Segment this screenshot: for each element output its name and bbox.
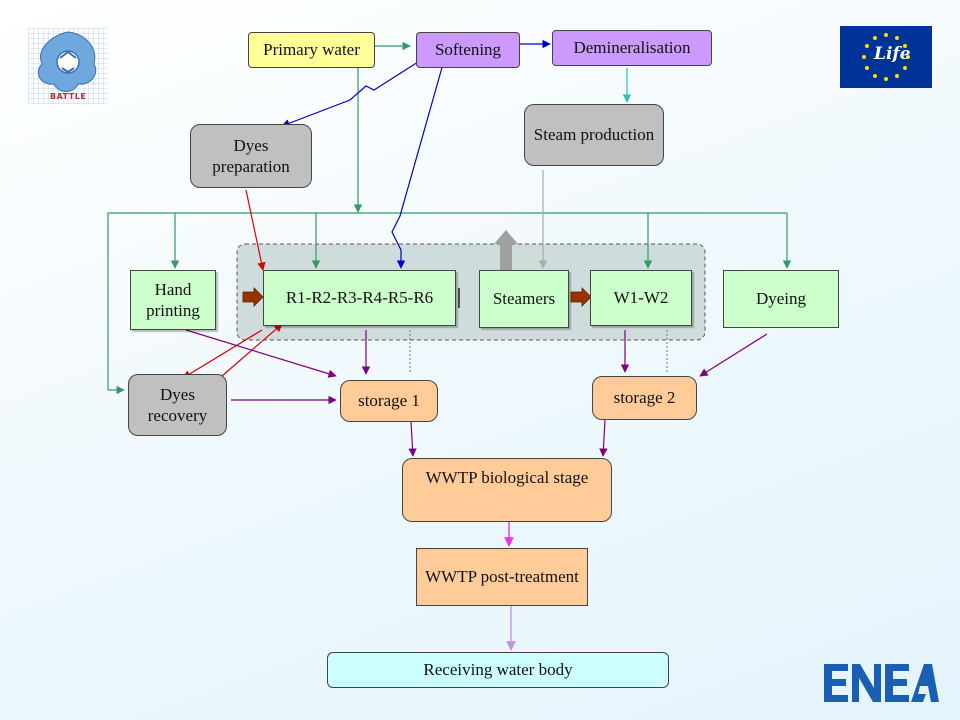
demineralisation-node: Demineralisation (552, 30, 712, 66)
eu-life-logo: Life (840, 26, 932, 88)
wwtp-biological-node: WWTP biological stage (402, 458, 612, 522)
wwtp-post-treatment-node: WWTP post-treatment (416, 548, 588, 606)
eu-life-text: Life (874, 44, 911, 64)
primary-water-node: Primary water (248, 32, 375, 68)
dyes-preparation-node: Dyes preparation (190, 124, 312, 188)
steam-production-node: Steam production (524, 104, 664, 166)
exhaust-arrow (494, 230, 518, 270)
battle-logo-text: BATTLE (50, 92, 87, 101)
hand-printing-node: Hand printing (130, 270, 216, 330)
eu-stars-icon (862, 33, 910, 81)
softening-node: Softening (416, 32, 520, 68)
receiving-water-body-node: Receiving water body (327, 652, 669, 688)
blue-flows (281, 39, 551, 269)
dyes-recovery-node: Dyes recovery (128, 374, 227, 436)
battle-logo: BATTLE (28, 28, 108, 104)
enea-logo (822, 660, 940, 706)
green-flows (107, 41, 792, 395)
purple-flows (185, 329, 768, 457)
storage-2-node: storage 2 (592, 376, 697, 420)
steamers-node: Steamers (479, 270, 569, 328)
process-arrows (242, 287, 592, 307)
storage-1-node: storage 1 (340, 380, 438, 422)
w1-w2-node: W1-W2 (590, 270, 692, 326)
dotted-flows (409, 330, 668, 374)
r1-r6-node: R1-R2-R3-R4-R5-R6 (263, 270, 456, 326)
dyeing-node: Dyeing (723, 270, 839, 328)
